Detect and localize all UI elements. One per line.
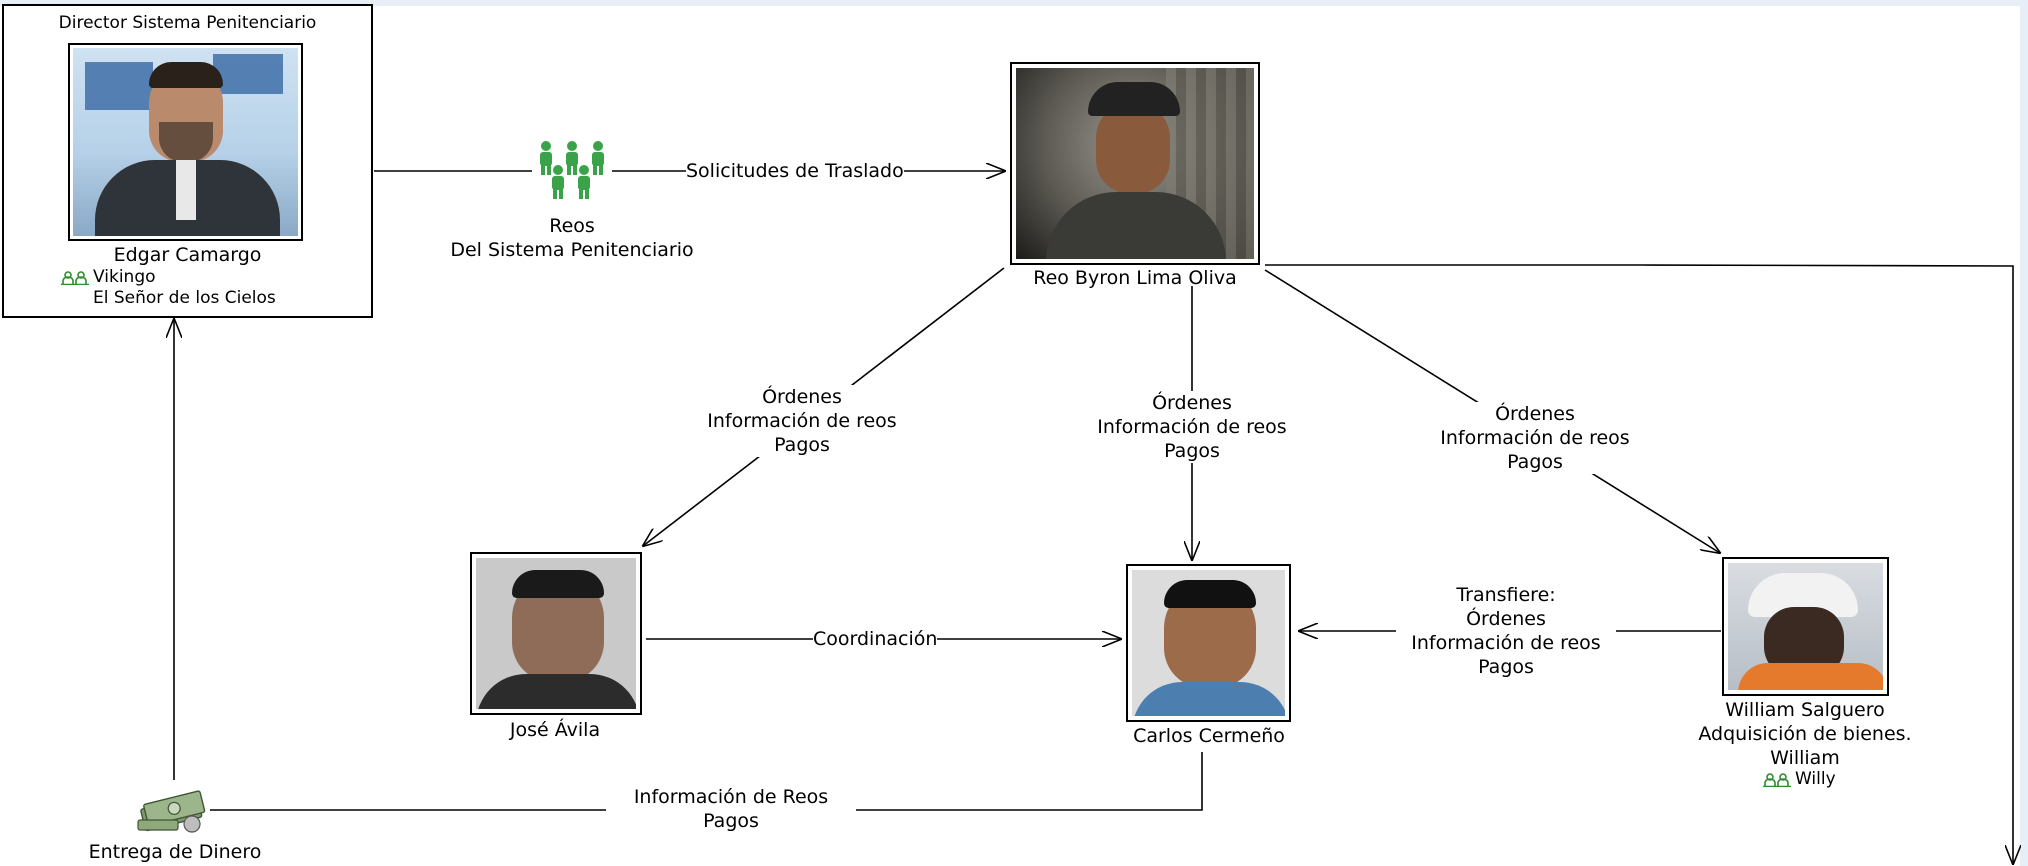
reos-group-line2: Del Sistema Penitenciario bbox=[450, 239, 694, 261]
byron-photo[interactable] bbox=[1010, 62, 1260, 265]
william-photo[interactable] bbox=[1722, 557, 1889, 696]
edge-label-orders-right: Órdenes Información de reos Pagos bbox=[1425, 402, 1645, 474]
money-icon[interactable] bbox=[134, 788, 210, 836]
edge-label-line: Pagos bbox=[1478, 656, 1534, 678]
william-line1: William Salguero bbox=[1725, 699, 1885, 721]
edge-label-line: Órdenes bbox=[1495, 403, 1575, 425]
edge-label-line: Información de reos bbox=[707, 410, 897, 432]
edge-label-line: Pagos bbox=[1507, 451, 1563, 473]
edge-label-line: Transfiere: bbox=[1456, 584, 1556, 606]
william-line3: William bbox=[1770, 747, 1840, 769]
person-cap bbox=[1088, 82, 1180, 116]
alias-text: Vikingo bbox=[93, 267, 156, 287]
edge-label-line: Órdenes bbox=[762, 386, 842, 408]
carlos-photo[interactable] bbox=[1126, 564, 1291, 722]
jose-photo[interactable] bbox=[470, 552, 642, 715]
reos-group-icon[interactable] bbox=[534, 140, 610, 200]
alias-text: Willy bbox=[1795, 769, 1836, 789]
director-role: Director Sistema Penitenciario bbox=[58, 13, 317, 33]
edge-label-info-reos: Información de Reos Pagos bbox=[606, 785, 856, 833]
carlos-name: Carlos Cermeño bbox=[1133, 725, 1285, 747]
edge-label-coordinacion: Coordinación bbox=[813, 627, 938, 651]
reos-group-line1: Reos bbox=[549, 215, 595, 237]
person-hair bbox=[512, 570, 604, 598]
alias-icon bbox=[61, 270, 89, 290]
william-alias: Willy bbox=[1763, 769, 1836, 792]
director-node[interactable]: Director Sistema Penitenciario Edgar Cam… bbox=[2, 4, 373, 318]
person-head bbox=[1096, 102, 1170, 194]
edge-label-orders-left: Órdenes Información de reos Pagos bbox=[692, 385, 912, 457]
edge-label-orders-mid: Órdenes Información de reos Pagos bbox=[1082, 391, 1302, 463]
edge-label-line: Información de reos bbox=[1097, 416, 1287, 438]
top-border-band bbox=[0, 0, 2028, 6]
person-vest bbox=[1738, 663, 1883, 690]
money-label: Entrega de Dinero bbox=[88, 841, 262, 863]
reo-figure bbox=[540, 141, 552, 175]
edge-label-line: Pagos bbox=[703, 810, 759, 832]
edge-label-line: Órdenes bbox=[1152, 392, 1232, 414]
edge-label-transfiere: Transfiere: Órdenes Información de reos … bbox=[1396, 583, 1616, 679]
director-alias-1: Vikingo bbox=[61, 267, 156, 290]
edge-label-line: Información de reos bbox=[1411, 632, 1601, 654]
william-label: William Salguero Adquisición de bienes. … bbox=[1660, 698, 1950, 770]
edge-label-line: Pagos bbox=[1164, 440, 1220, 462]
person-hair bbox=[149, 62, 223, 88]
director-photo bbox=[68, 43, 303, 241]
william-line2: Adquisición de bienes. bbox=[1698, 723, 1912, 745]
person-beard bbox=[159, 122, 213, 162]
person-hair bbox=[1164, 580, 1256, 608]
edge-label-traslado: Solicitudes de Traslado bbox=[686, 159, 904, 183]
alias-icon bbox=[1763, 772, 1791, 792]
jose-name: José Ávila bbox=[509, 719, 601, 741]
backdrop-logo-right bbox=[213, 54, 283, 94]
director-name: Edgar Camargo bbox=[113, 244, 262, 266]
edge-label-line: Información de reos bbox=[1440, 427, 1630, 449]
person-shirt bbox=[176, 160, 196, 220]
reos-group-label: Reos Del Sistema Penitenciario bbox=[420, 214, 724, 262]
backdrop-logo-left bbox=[85, 62, 153, 110]
edge-byron-to-right bbox=[1265, 264, 2013, 864]
right-border-band bbox=[2020, 0, 2028, 866]
edge-carlos-to-money bbox=[210, 752, 1203, 811]
edge-label-line: Pagos bbox=[774, 434, 830, 456]
director-alias-2: El Señor de los Cielos bbox=[93, 288, 276, 308]
edge-label-line: Órdenes bbox=[1466, 608, 1546, 630]
edge-label-line: Información de Reos bbox=[633, 786, 829, 808]
person-shirt bbox=[476, 674, 636, 709]
byron-name: Reo Byron Lima Oliva bbox=[1033, 267, 1237, 289]
person-shirt bbox=[1132, 682, 1285, 716]
